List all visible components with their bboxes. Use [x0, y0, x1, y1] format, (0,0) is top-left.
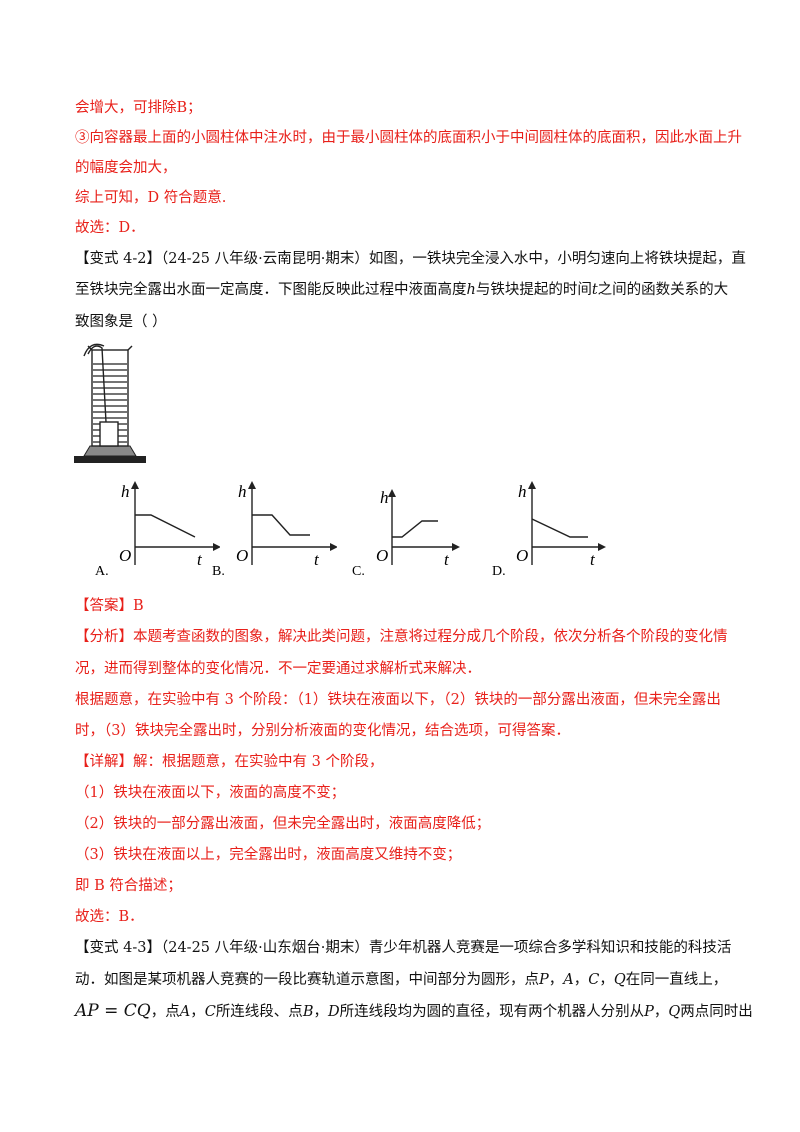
graph-line — [392, 520, 438, 538]
axis-label-t: t — [590, 550, 596, 569]
math-var: D — [327, 1004, 340, 1020]
beaker-illustration — [74, 343, 146, 463]
origin-label: O — [516, 546, 528, 565]
string — [87, 345, 107, 423]
analysis-line-2: 况，进而得到整体的变化情况．不一定要通过求解析式来解决． — [75, 661, 481, 677]
question-4-2-line-3: 致图象是（ ） — [75, 314, 167, 330]
math-var: A — [563, 972, 574, 988]
math-var: A — [179, 1004, 191, 1020]
question-text: 至铁块完全露出水面一定高度．下图能反映此过程中液面高度 — [75, 282, 467, 298]
question-text: 如图，一铁块完全浸入水中，小明匀速向上将铁块提起，直 — [368, 251, 746, 267]
option-label: D. — [492, 564, 506, 579]
question-4-3-line-2: 动．如图是某项机器人竞赛的一段比赛轨道示意图，中间部分为圆形，点P，A，C，Q在… — [75, 970, 735, 990]
math-var: P — [539, 972, 549, 988]
axis-label-t: t — [197, 550, 203, 569]
question-source: （24-25 八年级·山东烟台·期末） — [160, 940, 369, 956]
axis-label-h: h — [518, 482, 527, 501]
question-4-2-line-1: 【变式 4-2】（24-25 八年级·云南昆明·期末）如图，一铁块完全浸入水中，… — [75, 249, 746, 269]
question-4-3-line-1: 【变式 4-3】（24-25 八年级·山东烟台·期末）青少年机器人竞赛是一项综合… — [75, 938, 735, 958]
math-var: Q — [613, 972, 626, 988]
question-text: 两点同时出 — [680, 1004, 753, 1020]
detail-conclusion: 即 B 符合描述； — [75, 878, 182, 894]
detail-step-1: （1）铁块在液面以下，液面的高度不变； — [75, 785, 346, 801]
separator: ， — [190, 1004, 205, 1020]
answer-line: 【答案】B — [75, 596, 735, 616]
graph-line — [531, 518, 588, 538]
beaker-base — [74, 456, 146, 463]
question-text: 所连线段、点 — [215, 1004, 303, 1020]
question-text: 在同一直线上， — [625, 972, 728, 988]
analysis-line-3: 根据题意，在实验中有 3 个阶段：（1）铁块在液面以下，（2）铁块的一部分露出液… — [75, 692, 721, 708]
question-text: 之间的函数关系的大 — [597, 282, 729, 298]
axis-label-h: h — [121, 482, 130, 501]
text-line: 故选：D． — [75, 220, 145, 236]
text-line: 会增大，可排除B； — [75, 100, 202, 116]
detail-step-2: （2）铁块的一部分露出液面，但未完全露出时，液面高度降低； — [75, 816, 491, 832]
question-text: 与铁块提起的时间 — [475, 282, 592, 298]
option-label: C. — [352, 564, 365, 579]
separator: ， — [653, 1004, 669, 1020]
separator: ， — [573, 972, 589, 988]
option-d-graph: h O t D. — [492, 481, 606, 579]
question-tag: 【变式 4-3】 — [75, 940, 161, 956]
detail-line-1: 【详解】解：根据题意，在实验中有 3 个阶段， — [75, 752, 735, 772]
text-line: ③向容器最上面的小圆柱体中注水时，由于最小圆柱体的底面积小于中间圆柱体的底面积，… — [75, 130, 742, 146]
option-a-graph: h O t A. — [95, 481, 220, 579]
detail-text: 解：根据题意，在实验中有 3 个阶段， — [133, 754, 384, 770]
math-equation: AP = CQ — [75, 1001, 151, 1021]
detail-choice: 故选：B． — [75, 909, 144, 925]
math-var: C — [588, 972, 600, 988]
question-4-2-line-2: 至铁块完全露出水面一定高度．下图能反映此过程中液面高度h与铁块提起的时间t之间的… — [75, 280, 735, 300]
question-source: （24-25 八年级·云南昆明·期末） — [160, 251, 369, 267]
question-4-3-line-3: AP = CQ，点A，C所连线段、点B，D所连线段均为圆的直径，现有两个机器人分… — [75, 1001, 753, 1022]
math-var: P — [644, 1004, 654, 1020]
option-b-graph: h O t B. — [212, 481, 337, 579]
beaker-foot — [83, 445, 137, 457]
text-line: 综上可知，D 符合题意. — [75, 190, 227, 206]
analysis-tag: 【分析】 — [75, 629, 133, 645]
analysis-line-1: 【分析】本题考查函数的图象，解决此类问题，注意将过程分成几个阶段，依次分析各个阶… — [75, 627, 735, 647]
separator: ， — [599, 972, 614, 988]
origin-label: O — [119, 546, 131, 565]
question-text: ，点 — [150, 1004, 180, 1020]
analysis-text: 本题考查函数的图象，解决此类问题，注意将过程分成几个阶段，依次分析各个阶段的变化… — [133, 629, 728, 645]
detail-step-3: （3）铁块在液面以上，完全露出时，液面高度又维持不变； — [75, 847, 462, 863]
axis-label-t: t — [314, 550, 320, 569]
question-text: 青少年机器人竞赛是一项综合多学科知识和技能的科技活 — [368, 940, 732, 956]
separator: ， — [548, 972, 564, 988]
axis-label-h: h — [380, 488, 389, 507]
math-var: t — [591, 282, 598, 298]
axis-label-t: t — [444, 550, 450, 569]
math-var: Q — [668, 1004, 681, 1020]
detail-tag: 【详解】 — [75, 754, 133, 770]
text-line: 的幅度会加大， — [75, 160, 177, 176]
separator: ， — [313, 1004, 328, 1020]
iron-block — [99, 421, 119, 447]
origin-label: O — [236, 546, 248, 565]
math-var: B — [302, 1004, 314, 1020]
origin-label: O — [376, 546, 388, 565]
question-text: 动．如图是某项机器人竞赛的一段比赛轨道示意图，中间部分为圆形，点 — [75, 972, 539, 988]
option-label: A. — [95, 564, 109, 579]
question-text: 所连线段均为圆的直径，现有两个机器人分别从 — [339, 1004, 645, 1020]
answer-value: B — [133, 598, 144, 614]
axis-label-h: h — [238, 482, 247, 501]
math-var: h — [466, 282, 476, 298]
option-c-graph: h O t C. — [352, 488, 460, 579]
question-tag: 【变式 4-2】 — [75, 251, 161, 267]
analysis-line-4: 时，（3）铁块完全露出时，分别分析液面的变化情况，结合选项，可得答案． — [75, 723, 570, 739]
math-var: C — [204, 1004, 216, 1020]
graph-line — [252, 514, 310, 536]
answer-tag: 【答案】 — [75, 598, 133, 614]
graph-line — [135, 514, 196, 538]
option-label: B. — [212, 564, 225, 579]
